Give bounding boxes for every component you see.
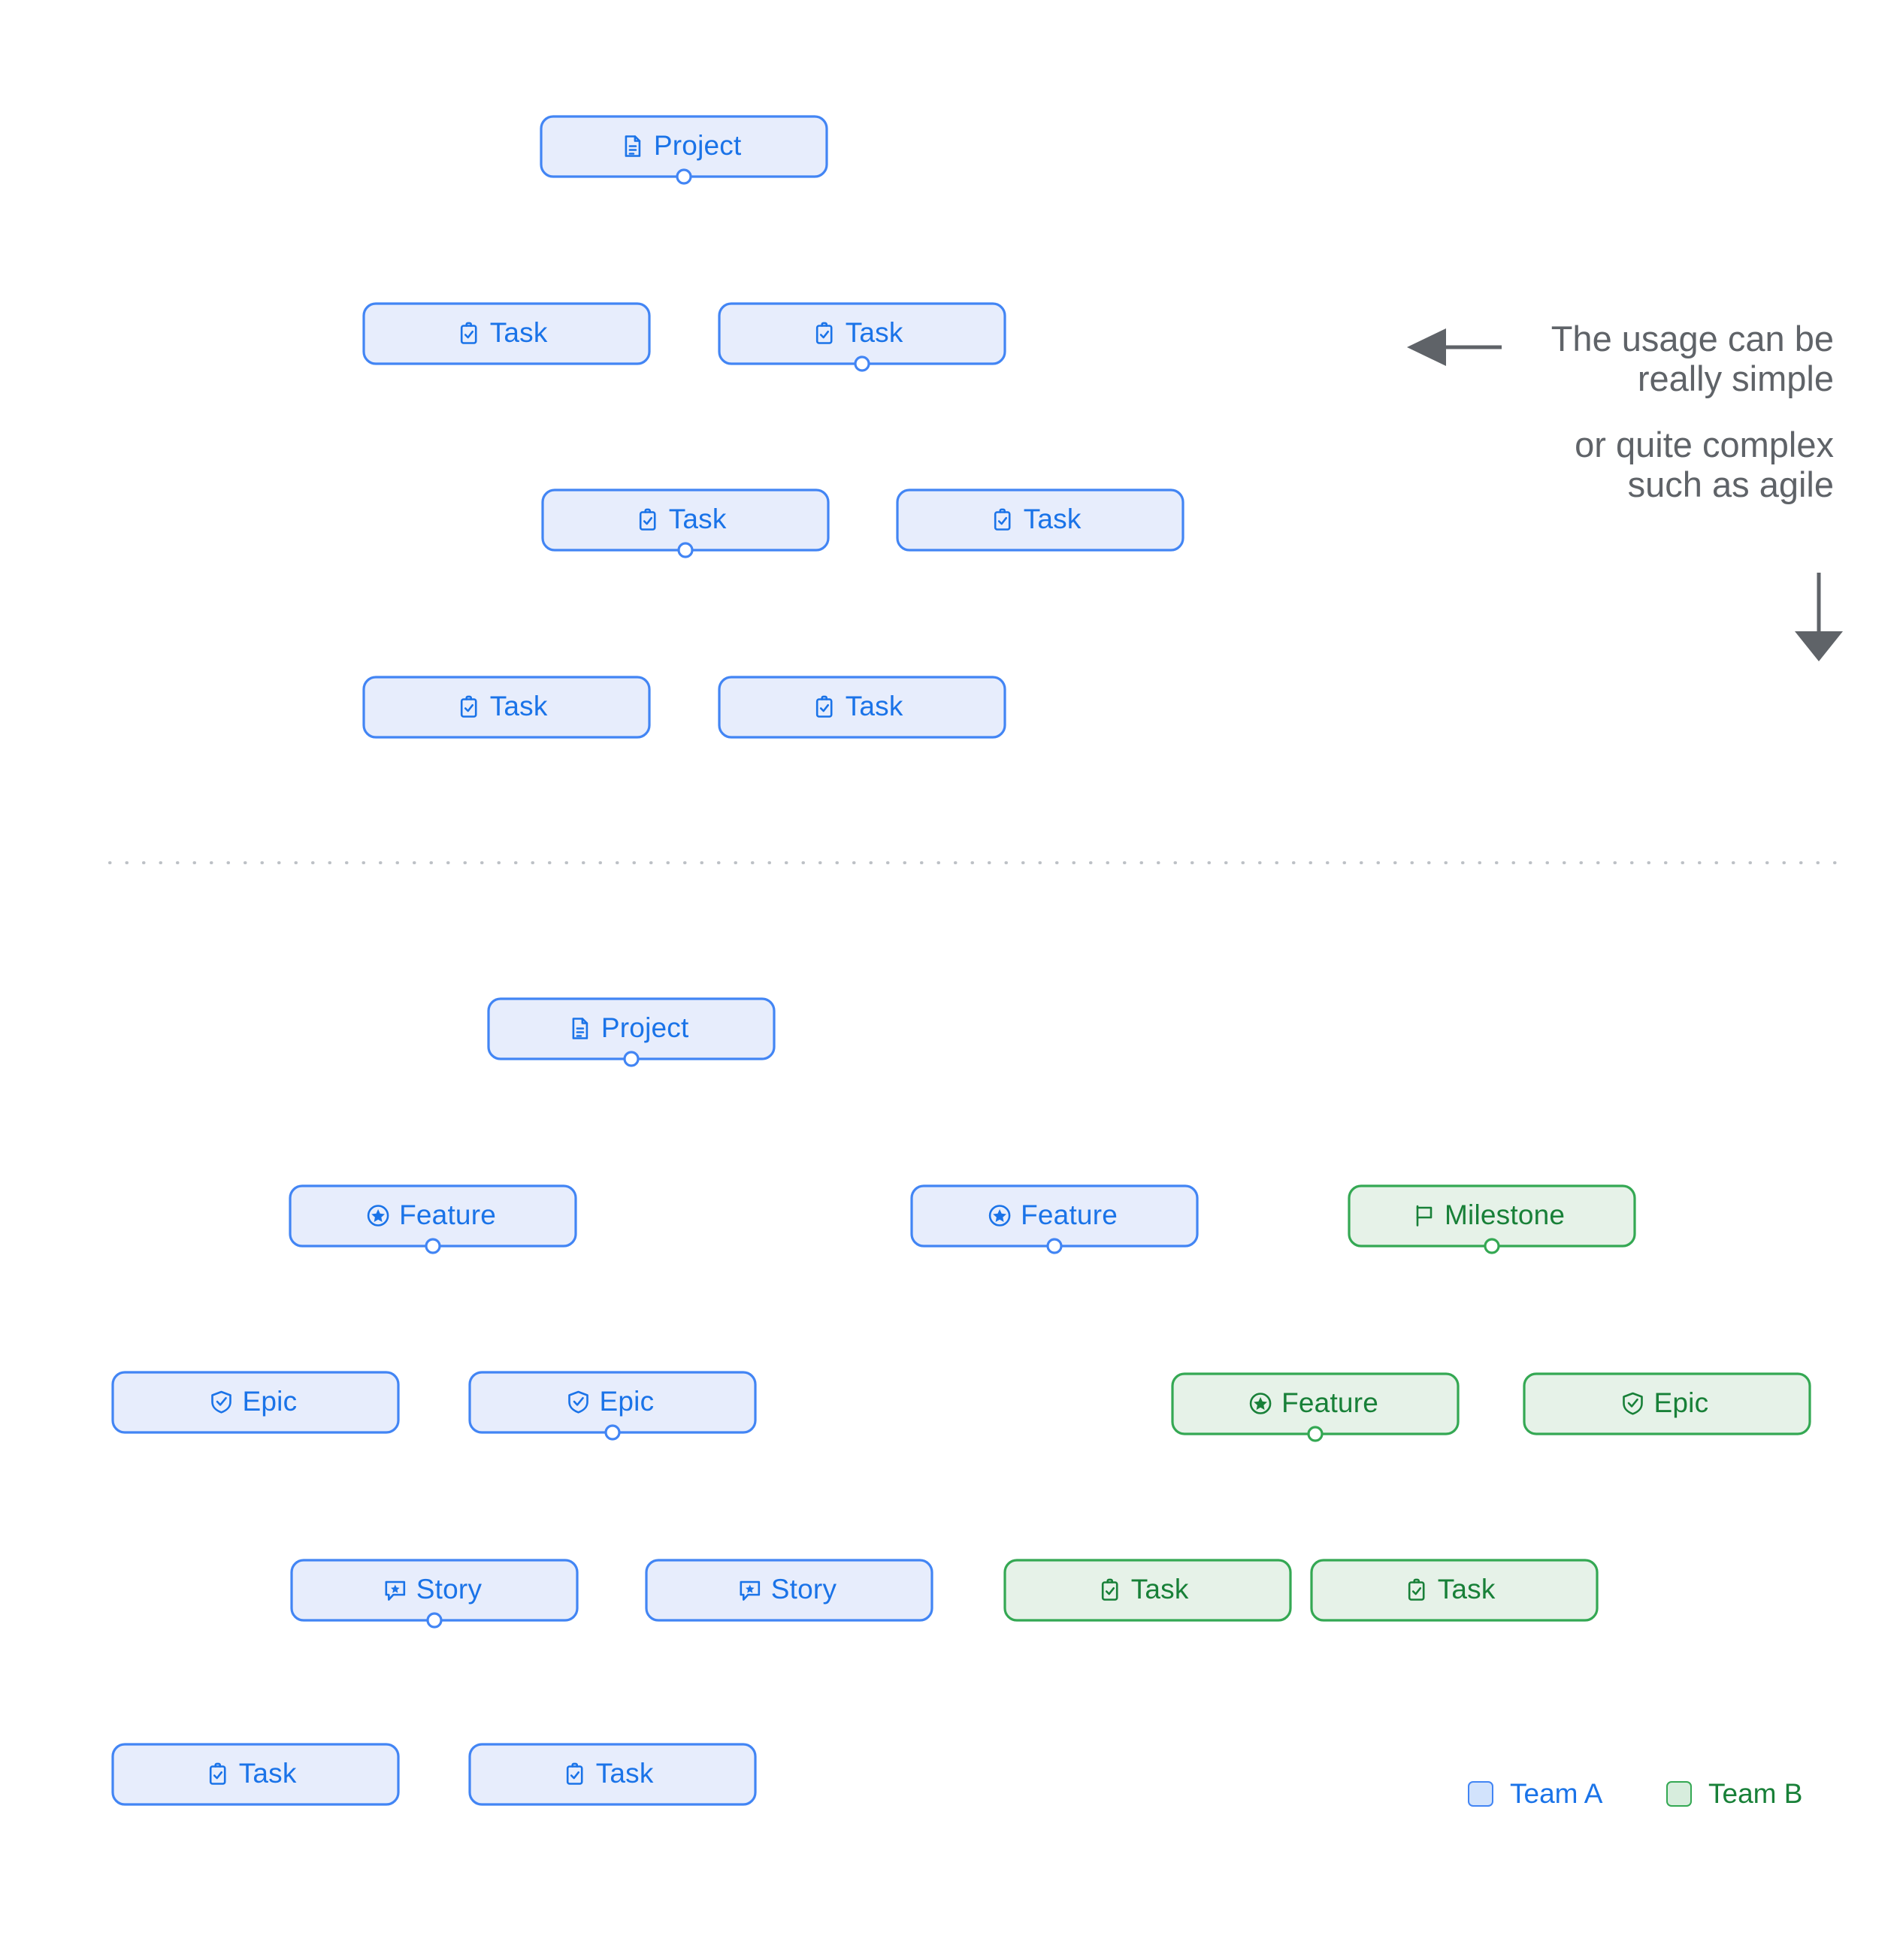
chat-star-icon <box>385 1580 406 1601</box>
node-port <box>854 355 870 372</box>
legend-swatch-team-a <box>1468 1781 1493 1807</box>
node-task[interactable]: Task <box>541 488 830 552</box>
chat-star-icon <box>740 1580 761 1601</box>
node-task[interactable]: Task <box>1003 1559 1292 1622</box>
arrow-down-icon <box>1795 573 1843 661</box>
shield-check-icon <box>568 1390 588 1414</box>
node-label: Task <box>490 317 548 348</box>
annotation-line-4: such as agile <box>1627 464 1834 504</box>
legend-item-team-a: Team A <box>1468 1778 1602 1810</box>
node-task[interactable]: Task <box>718 676 1006 739</box>
clipboard-check-icon <box>1408 1578 1425 1601</box>
node-task[interactable]: Task <box>468 1743 757 1806</box>
node-epic[interactable]: Epic <box>111 1371 400 1434</box>
node-label: Story <box>771 1574 837 1605</box>
node-port <box>676 168 692 185</box>
star-circle-icon <box>988 1205 1011 1227</box>
legend-label-team-a: Team A <box>1510 1778 1603 1809</box>
node-label: Feature <box>399 1199 496 1230</box>
node-label: Task <box>846 317 903 348</box>
clipboard-check-icon <box>209 1762 226 1785</box>
shield-check-icon <box>1623 1392 1643 1415</box>
node-label: Feature <box>1021 1199 1118 1230</box>
annotation-line-1: The usage can be <box>1551 319 1834 358</box>
node-port <box>604 1424 621 1441</box>
node-label: Task <box>846 691 903 721</box>
node-label: Feature <box>1281 1387 1378 1418</box>
annotation-text: The usage can be really simple or quite … <box>1488 319 1834 505</box>
node-epic[interactable]: Epic <box>468 1371 757 1434</box>
clipboard-check-icon <box>1101 1578 1118 1601</box>
node-feature[interactable]: Feature <box>289 1184 577 1248</box>
node-project[interactable]: Project <box>540 115 828 178</box>
legend-swatch-team-b <box>1666 1781 1692 1807</box>
node-feature[interactable]: Feature <box>1171 1372 1460 1435</box>
node-label: Epic <box>1654 1387 1709 1418</box>
node-label: Task <box>669 504 727 534</box>
node-port <box>1307 1426 1324 1442</box>
document-icon <box>572 1018 588 1039</box>
clipboard-check-icon <box>566 1762 583 1785</box>
clipboard-check-icon <box>815 695 833 718</box>
node-story[interactable]: Story <box>645 1559 933 1622</box>
flag-icon <box>1416 1205 1433 1227</box>
document-icon <box>625 135 641 157</box>
star-circle-icon <box>367 1205 389 1227</box>
arrow-left-icon <box>1407 328 1502 366</box>
node-label: Epic <box>600 1386 655 1417</box>
node-story[interactable]: Story <box>290 1559 579 1622</box>
node-milestone[interactable]: Milestone <box>1348 1184 1636 1248</box>
annotation-line-2: really simple <box>1637 358 1834 398</box>
clipboard-check-icon <box>639 508 656 531</box>
node-task[interactable]: Task <box>362 302 651 365</box>
node-label: Task <box>1438 1574 1496 1605</box>
node-label: Project <box>601 1012 689 1043</box>
node-epic[interactable]: Epic <box>1523 1372 1811 1435</box>
node-port <box>425 1238 441 1254</box>
annotation-line-3: or quite complex <box>1575 425 1834 465</box>
node-port <box>1484 1238 1500 1254</box>
node-task[interactable]: Task <box>718 302 1006 365</box>
node-task[interactable]: Task <box>111 1743 400 1806</box>
node-feature[interactable]: Feature <box>910 1184 1199 1248</box>
node-project[interactable]: Project <box>487 997 776 1060</box>
shield-check-icon <box>211 1390 231 1414</box>
node-label: Epic <box>243 1386 298 1417</box>
node-label: Project <box>654 130 742 161</box>
legend-label-team-b: Team B <box>1708 1778 1803 1809</box>
node-task[interactable]: Task <box>896 488 1184 552</box>
node-port <box>677 542 694 558</box>
node-label: Task <box>1024 504 1082 534</box>
node-label: Milestone <box>1445 1199 1565 1230</box>
clipboard-check-icon <box>815 322 833 344</box>
node-port <box>623 1051 640 1067</box>
clipboard-check-icon <box>460 322 477 344</box>
node-label: Story <box>416 1574 483 1605</box>
node-task[interactable]: Task <box>362 676 651 739</box>
clipboard-check-icon <box>460 695 477 718</box>
node-label: Task <box>1131 1574 1189 1605</box>
node-label: Task <box>596 1758 654 1789</box>
node-task[interactable]: Task <box>1310 1559 1599 1622</box>
star-circle-icon <box>1249 1393 1272 1414</box>
node-port <box>426 1612 443 1629</box>
legend-item-team-b: Team B <box>1666 1778 1802 1810</box>
clipboard-check-icon <box>994 508 1011 531</box>
node-label: Task <box>490 691 548 721</box>
node-port <box>1046 1238 1063 1254</box>
node-label: Task <box>239 1758 297 1789</box>
